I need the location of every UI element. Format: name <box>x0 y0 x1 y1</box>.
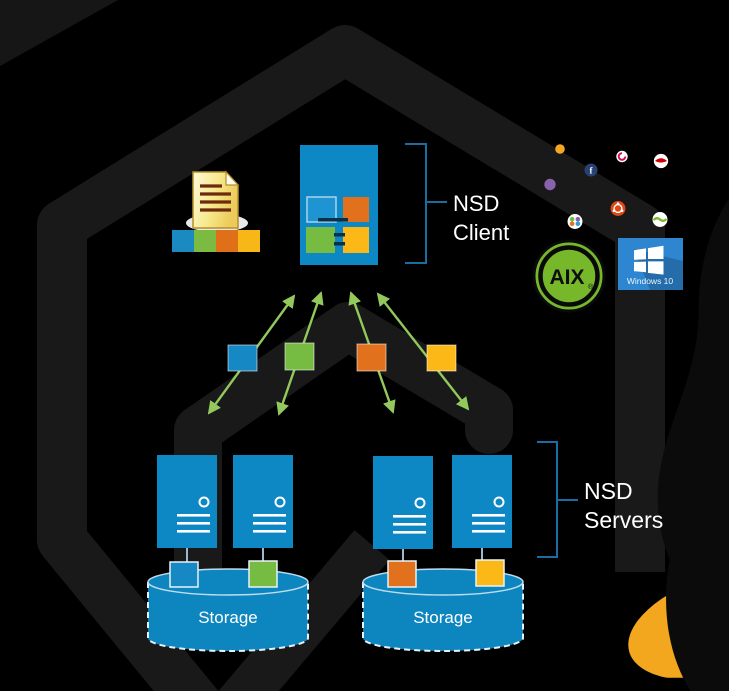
client-block-connectors <box>318 218 348 246</box>
client-block-lightblue <box>306 196 337 223</box>
linux-tux-debian-icon <box>616 149 729 691</box>
storage-blocks <box>169 559 505 588</box>
linux-tux-ubuntu-icon <box>610 200 729 691</box>
document-icon <box>172 170 260 252</box>
block-yellow <box>238 230 260 252</box>
nsd-servers-label: NSD Servers <box>584 478 664 533</box>
aix-ring <box>538 245 600 307</box>
aix-logo: AIX ® <box>532 239 606 313</box>
nsd-servers-bracket <box>537 441 578 558</box>
svg-text:f: f <box>590 166 594 176</box>
storage-right-label: Storage <box>413 608 473 627</box>
nsd-client-label: NSD Client <box>453 191 510 245</box>
windows-10-logo: Windows 10 <box>618 238 683 290</box>
nsd-block-orange <box>356 343 387 372</box>
hexagon-corner-band <box>0 0 118 66</box>
linux-tux-purple-badge-icon <box>544 177 729 691</box>
storage-block-yellow <box>475 559 505 587</box>
windows-flag-icon <box>634 245 664 275</box>
client-block-green <box>306 227 335 253</box>
linux-tux-orange-badge-icon <box>555 143 729 691</box>
nsd-server-group <box>157 455 512 549</box>
linux-tux-redhat-icon <box>653 153 669 169</box>
linux-tux-fedora-icon: f <box>584 163 729 691</box>
server-tower-3 <box>373 456 433 549</box>
windows-label: Windows 10 <box>627 276 674 286</box>
nsd-block-green <box>284 342 315 371</box>
block-orange <box>216 230 238 252</box>
linux-tux-suse-icon <box>652 212 668 227</box>
nsd-block-yellow <box>426 344 457 372</box>
client-block-orange <box>343 197 369 222</box>
aix-registered-mark: ® <box>588 283 594 291</box>
server-tower-4 <box>452 455 512 548</box>
spectrum-scale-hexagon-background <box>0 0 665 691</box>
storage-block-blue <box>169 561 199 588</box>
server-tower-1 <box>157 455 217 548</box>
linux-penguin-cluster: f <box>544 143 729 691</box>
block-green <box>194 230 216 252</box>
document-text-lines <box>200 184 231 212</box>
document-fold <box>225 170 240 186</box>
client-block-yellow <box>343 227 369 253</box>
nsd-client-bracket <box>405 143 447 264</box>
nsd-client-box <box>300 145 378 265</box>
document-block-row <box>172 230 260 252</box>
storage-block-orange <box>387 560 417 588</box>
nsd-data-blocks <box>227 342 457 372</box>
block-blue <box>172 230 194 252</box>
aix-disc <box>532 239 606 313</box>
aix-label: AIX <box>549 266 584 289</box>
linux-tux-mageia-icon <box>567 213 729 691</box>
nsd-block-blue <box>227 344 258 372</box>
storage-block-green <box>248 560 278 588</box>
arrow-yellow-block <box>376 292 470 411</box>
storage-left-label: Storage <box>198 608 258 627</box>
server-tower-2 <box>233 455 293 548</box>
